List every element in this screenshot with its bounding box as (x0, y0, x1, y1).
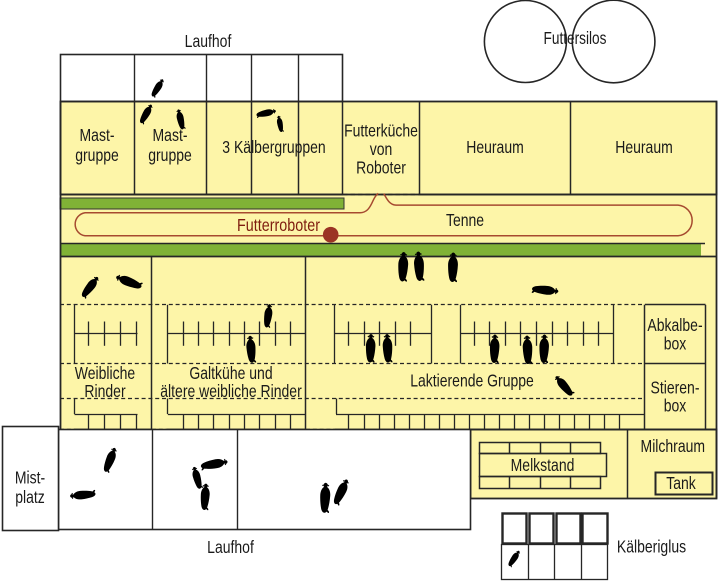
svg-text:Heuraum: Heuraum (466, 139, 524, 158)
svg-text:Galtkühe und: Galtkühe und (189, 365, 272, 384)
svg-text:box: box (664, 335, 687, 354)
svg-text:gruppe: gruppe (148, 147, 192, 166)
svg-text:Melkstand: Melkstand (511, 457, 575, 476)
svg-text:Futterroboter: Futterroboter (237, 217, 321, 236)
svg-text:Rinder: Rinder (84, 383, 126, 402)
svg-text:Laufhof: Laufhof (207, 539, 254, 558)
svg-text:Heuraum: Heuraum (615, 139, 673, 158)
svg-text:Mast-: Mast- (153, 127, 188, 146)
svg-text:gruppe: gruppe (75, 147, 119, 166)
svg-text:box: box (664, 397, 687, 416)
svg-text:Futtersilos: Futtersilos (544, 30, 607, 49)
svg-text:Abkalbe-: Abkalbe- (647, 317, 702, 336)
svg-text:Laufhof: Laufhof (185, 33, 232, 52)
svg-text:Tenne: Tenne (446, 212, 484, 231)
svg-text:platz: platz (15, 489, 45, 508)
svg-text:3 Kälbergruppen: 3 Kälbergruppen (222, 139, 325, 158)
svg-text:Kälberiglus: Kälberiglus (617, 538, 686, 557)
svg-text:Stieren-: Stieren- (651, 379, 700, 398)
svg-text:Milchraum: Milchraum (641, 438, 705, 457)
svg-text:Mast-: Mast- (80, 127, 115, 146)
svg-text:von: von (370, 141, 393, 160)
svg-text:Weibliche: Weibliche (75, 365, 136, 384)
svg-text:Roboter: Roboter (356, 159, 406, 178)
svg-text:Mist-: Mist- (15, 469, 45, 488)
svg-text:Futterküche: Futterküche (344, 122, 418, 141)
svg-text:ältere weibliche Rinder: ältere weibliche Rinder (160, 383, 302, 402)
svg-text:Tank: Tank (666, 475, 696, 494)
svg-text:Laktierende Gruppe: Laktierende Gruppe (410, 372, 534, 391)
